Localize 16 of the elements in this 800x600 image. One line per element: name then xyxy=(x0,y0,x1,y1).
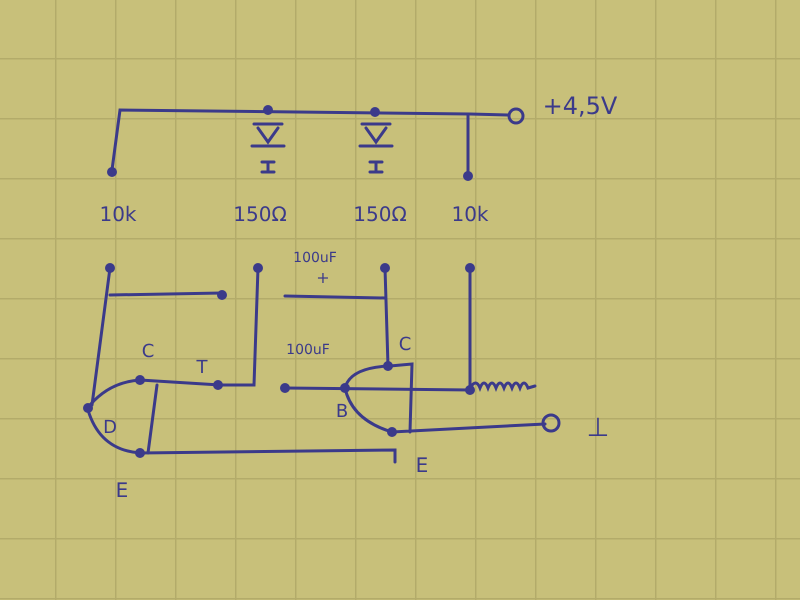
component-label: 150Ω xyxy=(353,204,407,224)
component-label: C xyxy=(142,343,154,361)
component-label: 100uF xyxy=(293,251,337,265)
component-label: B xyxy=(336,403,348,421)
component-label: E xyxy=(116,480,128,500)
component-label: ⊥ xyxy=(586,415,610,441)
component-label: C xyxy=(398,336,412,354)
component-label: 150Ω xyxy=(233,204,287,224)
component-label: T xyxy=(196,359,208,377)
component-label: +4,5V xyxy=(542,94,618,118)
component-label: D xyxy=(103,419,117,437)
component-label: E xyxy=(416,455,428,475)
component-label: 10k xyxy=(99,204,137,224)
component-label: 10k xyxy=(451,204,489,224)
component-label: + xyxy=(316,270,330,286)
component-label: 100uF xyxy=(286,343,330,357)
